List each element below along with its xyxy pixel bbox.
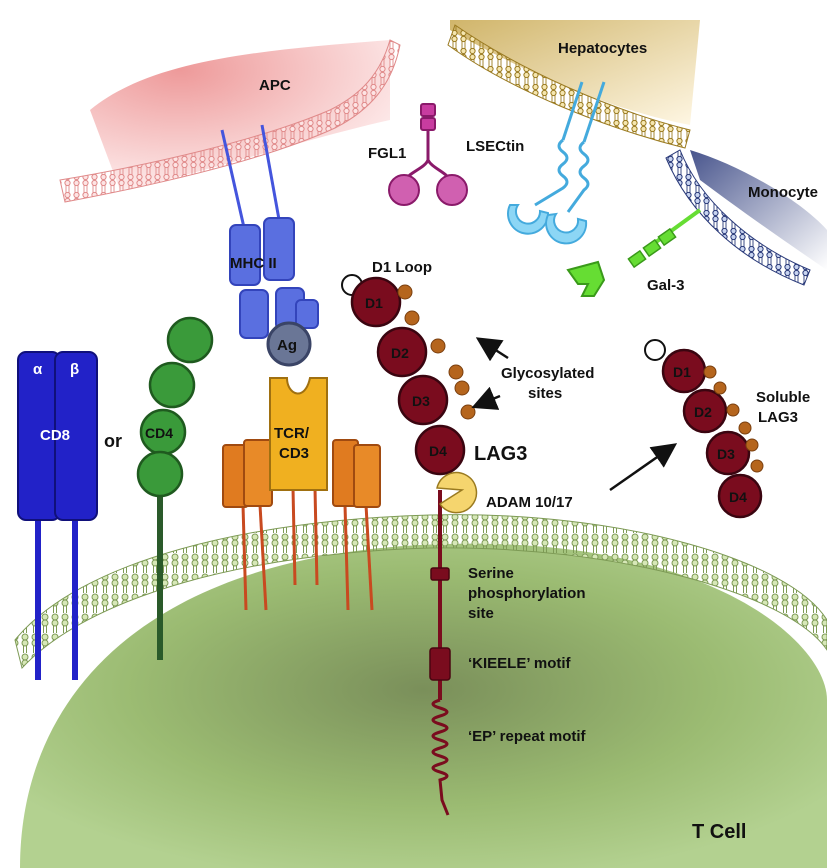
soluble-d2-label: D2 bbox=[694, 404, 712, 420]
soluble-d3-label: D3 bbox=[717, 446, 735, 462]
cd8-label: CD8 bbox=[40, 427, 70, 444]
fgl1-ligand: FGL1 bbox=[368, 103, 468, 206]
ep-repeat-motif bbox=[431, 698, 450, 816]
lag3-domain-d3 bbox=[397, 374, 449, 426]
mhc-domain bbox=[229, 224, 261, 286]
glycosylated-sites-line2: sites bbox=[528, 385, 562, 402]
adam-10-17-protease bbox=[436, 471, 478, 514]
lsectin-ligand: LSECtin bbox=[466, 81, 606, 245]
antigen-peptide bbox=[266, 321, 312, 367]
adam-label: ADAM 10/17 bbox=[486, 494, 573, 511]
hepatocytes-cell: Hepatocytes bbox=[447, 20, 700, 149]
soluble-glycosylation-sites bbox=[703, 365, 764, 473]
glycosylated-sites-line1: Glycosylated bbox=[501, 365, 594, 382]
serine-site-line3: site bbox=[468, 605, 494, 622]
soluble-lag3-line2: LAG3 bbox=[758, 409, 798, 426]
serine-site-line1: Serine bbox=[468, 565, 514, 582]
gal3-crd bbox=[566, 260, 606, 297]
cd4-label: CD4 bbox=[145, 425, 173, 441]
lag3-d1-loop-label: D1 Loop bbox=[372, 259, 432, 276]
soluble-domain-d2 bbox=[682, 388, 728, 434]
lsectin-crd bbox=[507, 204, 550, 235]
mhc-ii-complex: MHC II Ag bbox=[220, 124, 319, 367]
hepatocytes-membrane bbox=[447, 24, 691, 149]
cd8-coreceptor: α β CD8 bbox=[17, 351, 98, 680]
cd8-beta-chain bbox=[54, 351, 98, 521]
hepatocytes-body bbox=[450, 20, 700, 125]
soluble-domain-d3 bbox=[705, 430, 751, 476]
arrow-to-soluble-lag3 bbox=[609, 443, 678, 492]
mhc-domain bbox=[263, 217, 295, 281]
antigen-label: Ag bbox=[277, 337, 297, 354]
lag3-domain-d1 bbox=[350, 276, 402, 328]
apc-label: APC bbox=[259, 77, 291, 94]
soluble-lag3: D1 D2 D3 D4 Soluble LAG3 bbox=[644, 339, 810, 519]
t-cell-body bbox=[20, 543, 827, 868]
soluble-lag3-line1: Soluble bbox=[756, 389, 810, 406]
soluble-d1-label: D1 bbox=[673, 364, 691, 380]
tcr-subunit bbox=[269, 377, 328, 491]
lag3-d4-label: D4 bbox=[429, 443, 447, 459]
monocyte-body bbox=[690, 150, 827, 270]
cd4-domain bbox=[166, 316, 214, 364]
monocyte-cell: Monocyte bbox=[665, 149, 827, 286]
fgl1-label: FGL1 bbox=[368, 145, 406, 162]
glycosylation-sites bbox=[397, 284, 476, 420]
annotation-arrows bbox=[471, 337, 678, 492]
lag3-d1-label: D1 bbox=[365, 295, 383, 311]
mhc-ii-label: MHC II bbox=[230, 255, 277, 272]
monocyte-label: Monocyte bbox=[748, 184, 818, 201]
lag3-domain-d4 bbox=[414, 424, 466, 476]
lag3-receptor: D1 D2 D3 D4 D1 Loop LAG3 Glycosylated si… bbox=[341, 259, 594, 816]
cd3-subunit bbox=[243, 439, 273, 507]
soluble-domain-d4 bbox=[717, 473, 763, 519]
fgl1-domain bbox=[388, 174, 420, 206]
cd4-coreceptor: CD4 bbox=[136, 316, 214, 660]
lsectin-label: LSECtin bbox=[466, 138, 524, 155]
cd8-alpha-label: α bbox=[33, 361, 43, 378]
soluble-d1-loop bbox=[644, 339, 666, 361]
t-cell: T Cell bbox=[14, 514, 827, 868]
gal3-ligand: Gal-3 bbox=[566, 208, 702, 297]
lag3-domain-d2 bbox=[376, 326, 428, 378]
cd4-domain bbox=[148, 361, 196, 409]
lsectin-crd bbox=[545, 212, 588, 245]
soluble-d4-label: D4 bbox=[729, 489, 747, 505]
apc-cell: APC bbox=[59, 39, 401, 203]
lag3-d2-label: D2 bbox=[391, 345, 409, 361]
fgl1-domain bbox=[436, 174, 468, 206]
serine-phosphorylation-site bbox=[430, 567, 450, 581]
tcr-cd3-complex: TCR/ CD3 bbox=[222, 377, 381, 611]
cd3-subunit bbox=[353, 444, 381, 508]
kieele-motif-label: ‘KIEELE’ motif bbox=[468, 655, 572, 672]
or-label: or bbox=[104, 431, 122, 451]
lag3-d3-label: D3 bbox=[412, 393, 430, 409]
arrow-to-glycan-lower bbox=[471, 386, 501, 410]
serine-site-line2: phosphorylation bbox=[468, 585, 586, 602]
monocyte-membrane bbox=[665, 149, 811, 286]
tcr-label-line1: TCR/ bbox=[274, 425, 310, 442]
lag3-label: LAG3 bbox=[474, 443, 527, 465]
t-cell-label: T Cell bbox=[692, 821, 746, 843]
ep-motif-label: ‘EP’ repeat motif bbox=[468, 728, 587, 745]
tcr-label-line2: CD3 bbox=[279, 445, 309, 462]
mhc-domain bbox=[239, 289, 269, 339]
gal3-label: Gal-3 bbox=[647, 277, 685, 294]
arrow-to-glycan-upper bbox=[475, 337, 509, 362]
cd4-domain bbox=[136, 450, 184, 498]
kieele-motif bbox=[429, 647, 451, 681]
cd8-beta-label: β bbox=[70, 361, 79, 378]
hepatocytes-label: Hepatocytes bbox=[558, 40, 647, 57]
apc-body bbox=[90, 40, 390, 190]
